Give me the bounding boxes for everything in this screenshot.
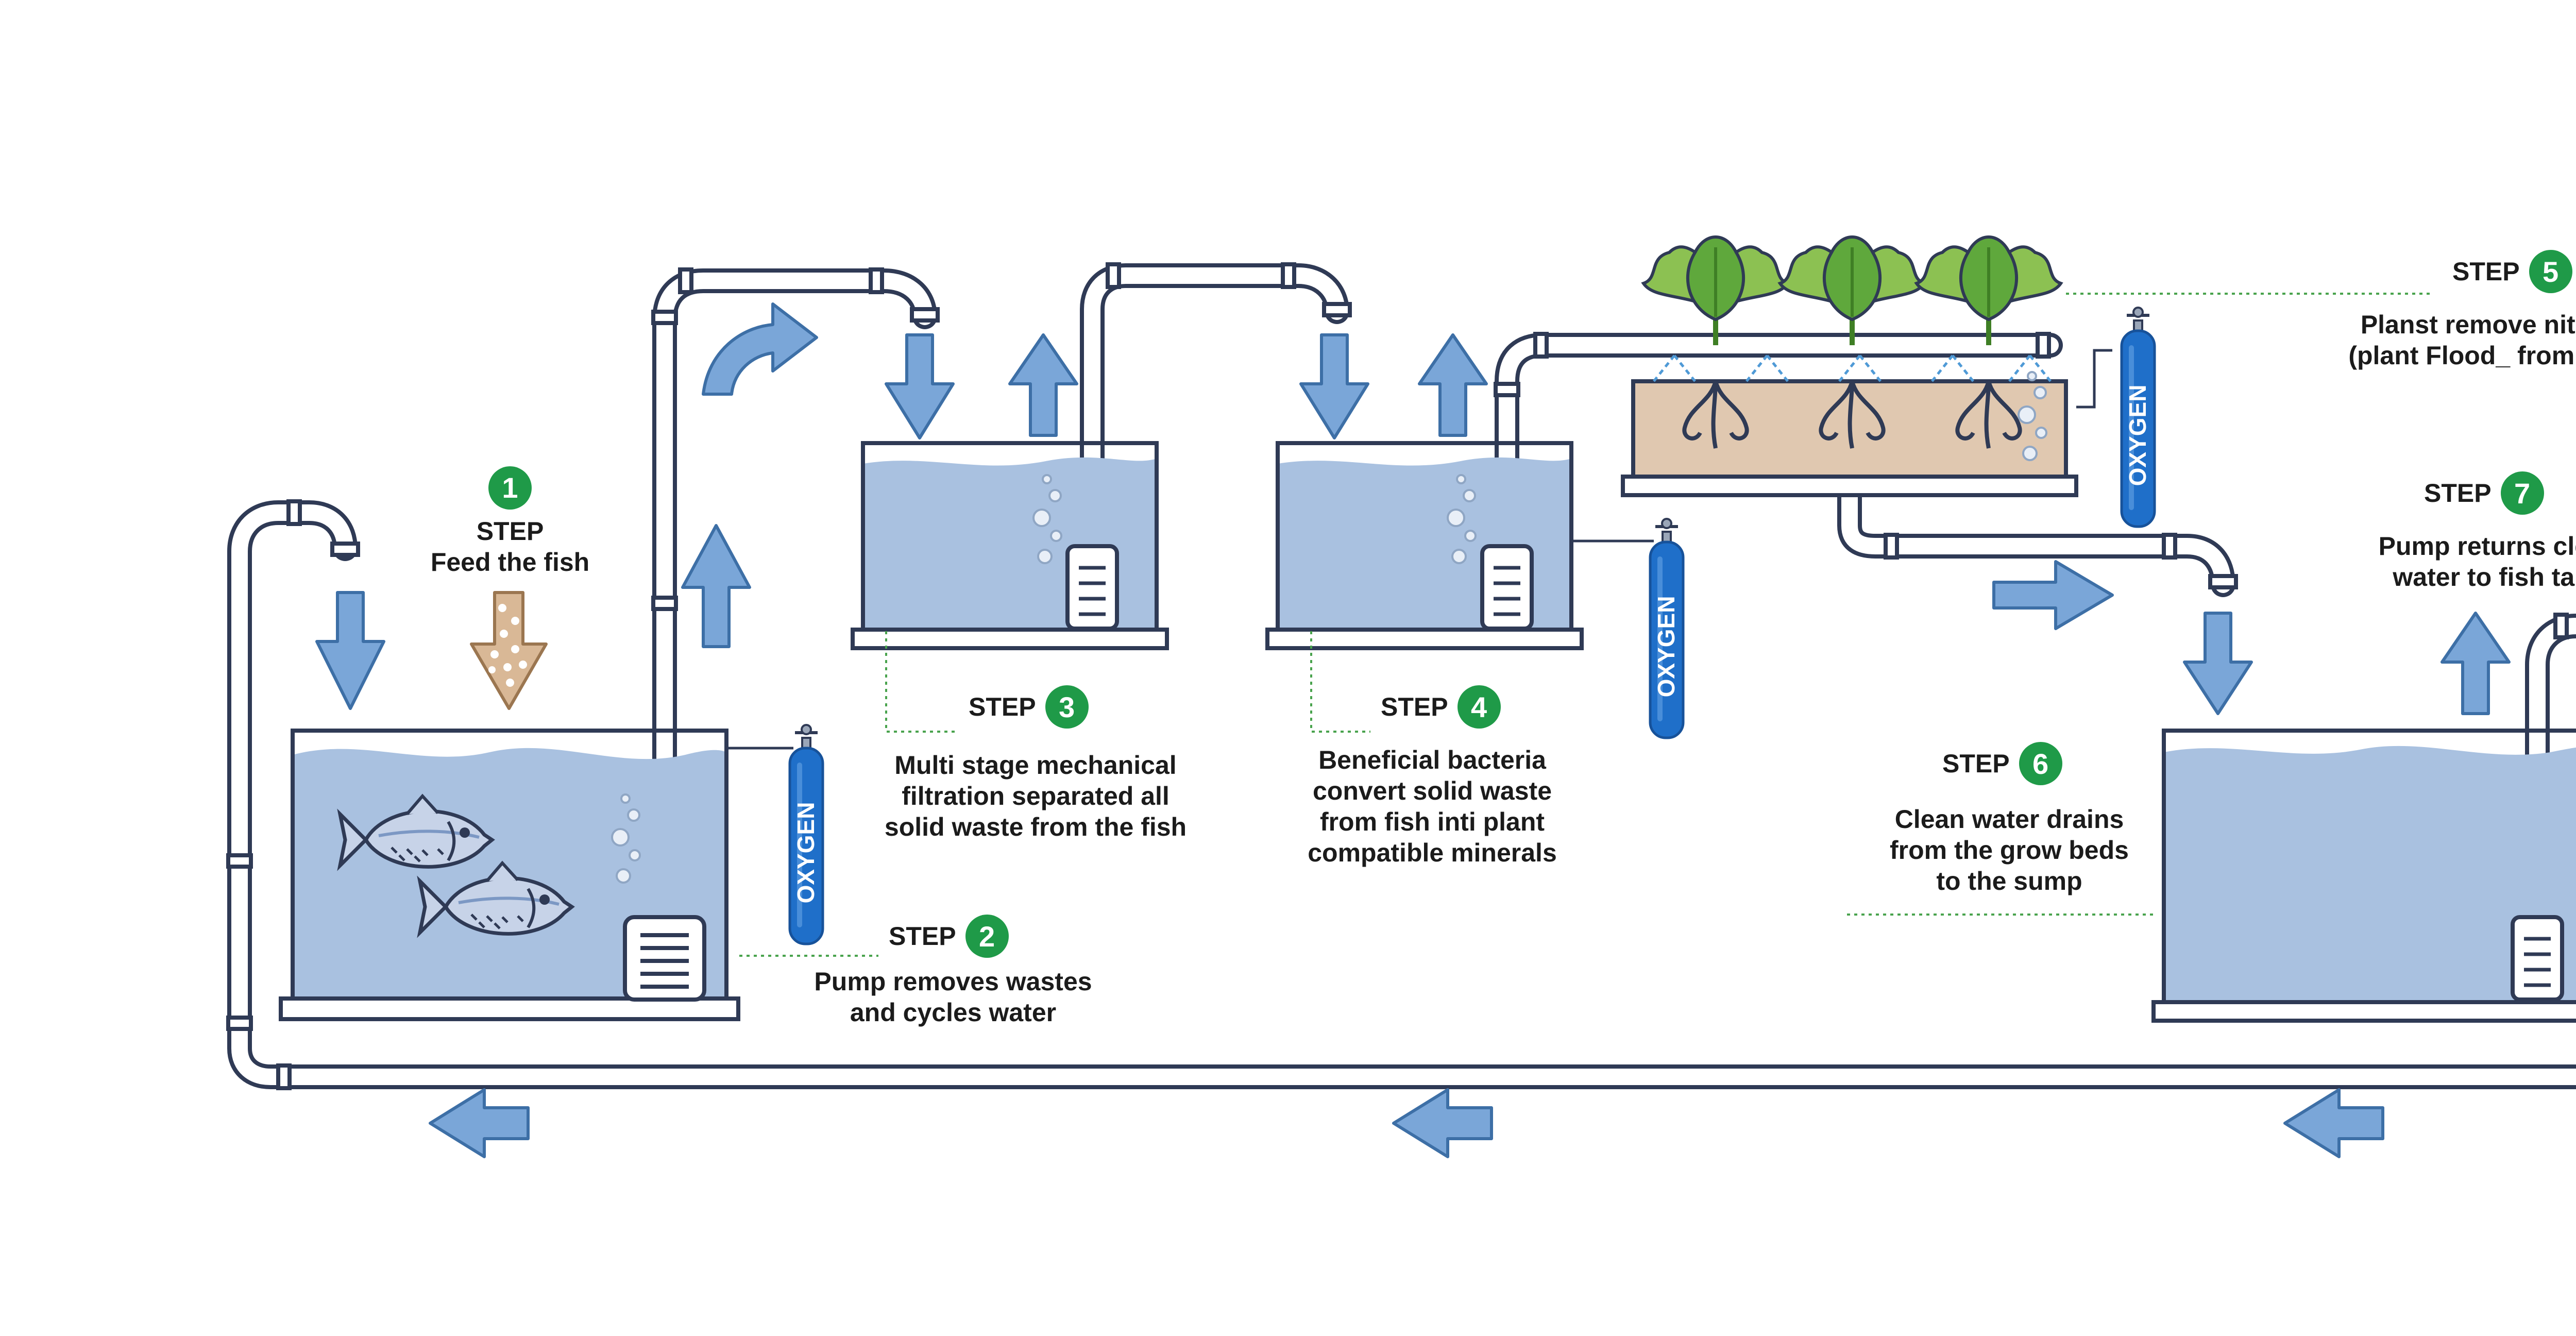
step5-description: Planst remove nitrates (plant Flood_ fro…: [2318, 309, 2576, 371]
step4-line: convert solid waste: [1312, 776, 1552, 805]
step6-badge: 6: [2019, 742, 2062, 785]
sump-tank: [2151, 729, 2576, 1023]
step3-line: filtration separated all: [902, 782, 1170, 810]
pump-icon: [2513, 917, 2562, 1000]
step3-heading: STEP 3: [969, 685, 1089, 729]
food-arrow-icon: [470, 591, 548, 710]
plant-icon: [1643, 237, 1788, 345]
flow-arrow-icon: [2183, 612, 2253, 715]
step4-description: Beneficial bacteria convert solid waste …: [1252, 745, 1613, 868]
pump-icon: [623, 915, 706, 1002]
step5-badge: 5: [2529, 250, 2572, 293]
step3-description: Multi stage mechanical filtration separa…: [845, 750, 1226, 842]
step2-line: and cycles water: [850, 998, 1057, 1027]
step7-heading: STEP 7: [2424, 471, 2544, 515]
step6-word: STEP: [1942, 749, 2010, 778]
step2-description: Pump removes wastes and cycles water: [773, 966, 1133, 1028]
step7-line: water to fish tank: [2393, 563, 2576, 591]
step7-line: Pump returns clean: [2378, 532, 2576, 561]
flow-arrow-icon: [1418, 333, 1488, 437]
flow-arrow-icon: [1299, 333, 1369, 439]
step4-line: from fish inti plant: [1319, 807, 1545, 836]
step6-line: to the sump: [1936, 867, 2082, 895]
step7-badge: 7: [2500, 471, 2544, 515]
plant-icon: [1917, 237, 2061, 345]
fish-tank: [279, 729, 740, 1021]
oxygen-label: OXYGEN: [1653, 596, 1680, 698]
step7-word: STEP: [2424, 479, 2492, 508]
step3-word: STEP: [969, 692, 1036, 721]
flow-arrow-icon: [1992, 560, 2114, 630]
flow-arrow-icon: [702, 302, 818, 396]
flow-arrow-icon: [2283, 1088, 2384, 1158]
step4-badge: 4: [1457, 685, 1501, 729]
flow-arrow-icon: [315, 591, 385, 710]
step4-word: STEP: [1381, 692, 1448, 721]
step2-badge: 2: [965, 915, 1009, 958]
step7-description: Pump returns clean water to fish tank: [2318, 531, 2576, 593]
step5-line: (plant Flood_ from water: [2348, 341, 2576, 370]
oxygen-tank-icon: [1571, 519, 1683, 738]
step1-block: 1 STEP Feed the fish: [402, 466, 618, 578]
flow-arrow-icon: [885, 333, 955, 439]
step6-description: Clean water drains from the grow beds to…: [1829, 804, 2190, 897]
grow-bed: [1621, 237, 2078, 497]
step2-word: STEP: [889, 922, 956, 951]
plant-icon: [1780, 237, 1924, 345]
step5-heading: STEP 5: [2452, 250, 2572, 293]
flow-arrow-icon: [429, 1088, 530, 1158]
filtration-tank: [851, 441, 1169, 650]
step1-badge: 1: [488, 466, 532, 510]
step6-line: from the grow beds: [1890, 836, 2129, 865]
flow-arrow-icon: [681, 524, 751, 648]
step6-heading: STEP 6: [1942, 742, 2062, 785]
step6-line: Clean water drains: [1894, 805, 2124, 834]
step4-line: Beneficial bacteria: [1318, 746, 1546, 774]
step3-line: solid waste from the fish: [884, 813, 1187, 841]
pump-icon: [1482, 546, 1532, 629]
step2-line: Pump removes wastes: [814, 967, 1092, 996]
flow-arrow-icon: [2441, 612, 2511, 715]
step5-line: Planst remove nitrates: [2360, 310, 2576, 339]
oxygen-tank-icon: [727, 725, 823, 944]
pump-icon: [1067, 546, 1117, 629]
flow-arrow-icon: [1008, 333, 1078, 437]
step4-line: compatible minerals: [1308, 838, 1557, 867]
biofilter-tank: [1265, 441, 1584, 650]
oxygen-tank-icon: [2076, 308, 2155, 527]
step3-badge: 3: [1045, 685, 1089, 729]
flow-arrow-icon: [1392, 1088, 1493, 1158]
step2-heading: STEP 2: [889, 915, 1009, 958]
oxygen-label: OXYGEN: [2124, 385, 2151, 486]
step5-word: STEP: [2452, 257, 2520, 286]
step4-heading: STEP 4: [1381, 685, 1501, 729]
step3-line: Multi stage mechanical: [894, 751, 1177, 780]
oxygen-label: OXYGEN: [792, 802, 819, 904]
step1-word: STEP: [476, 517, 544, 546]
step1-line: Feed the fish: [430, 548, 590, 577]
